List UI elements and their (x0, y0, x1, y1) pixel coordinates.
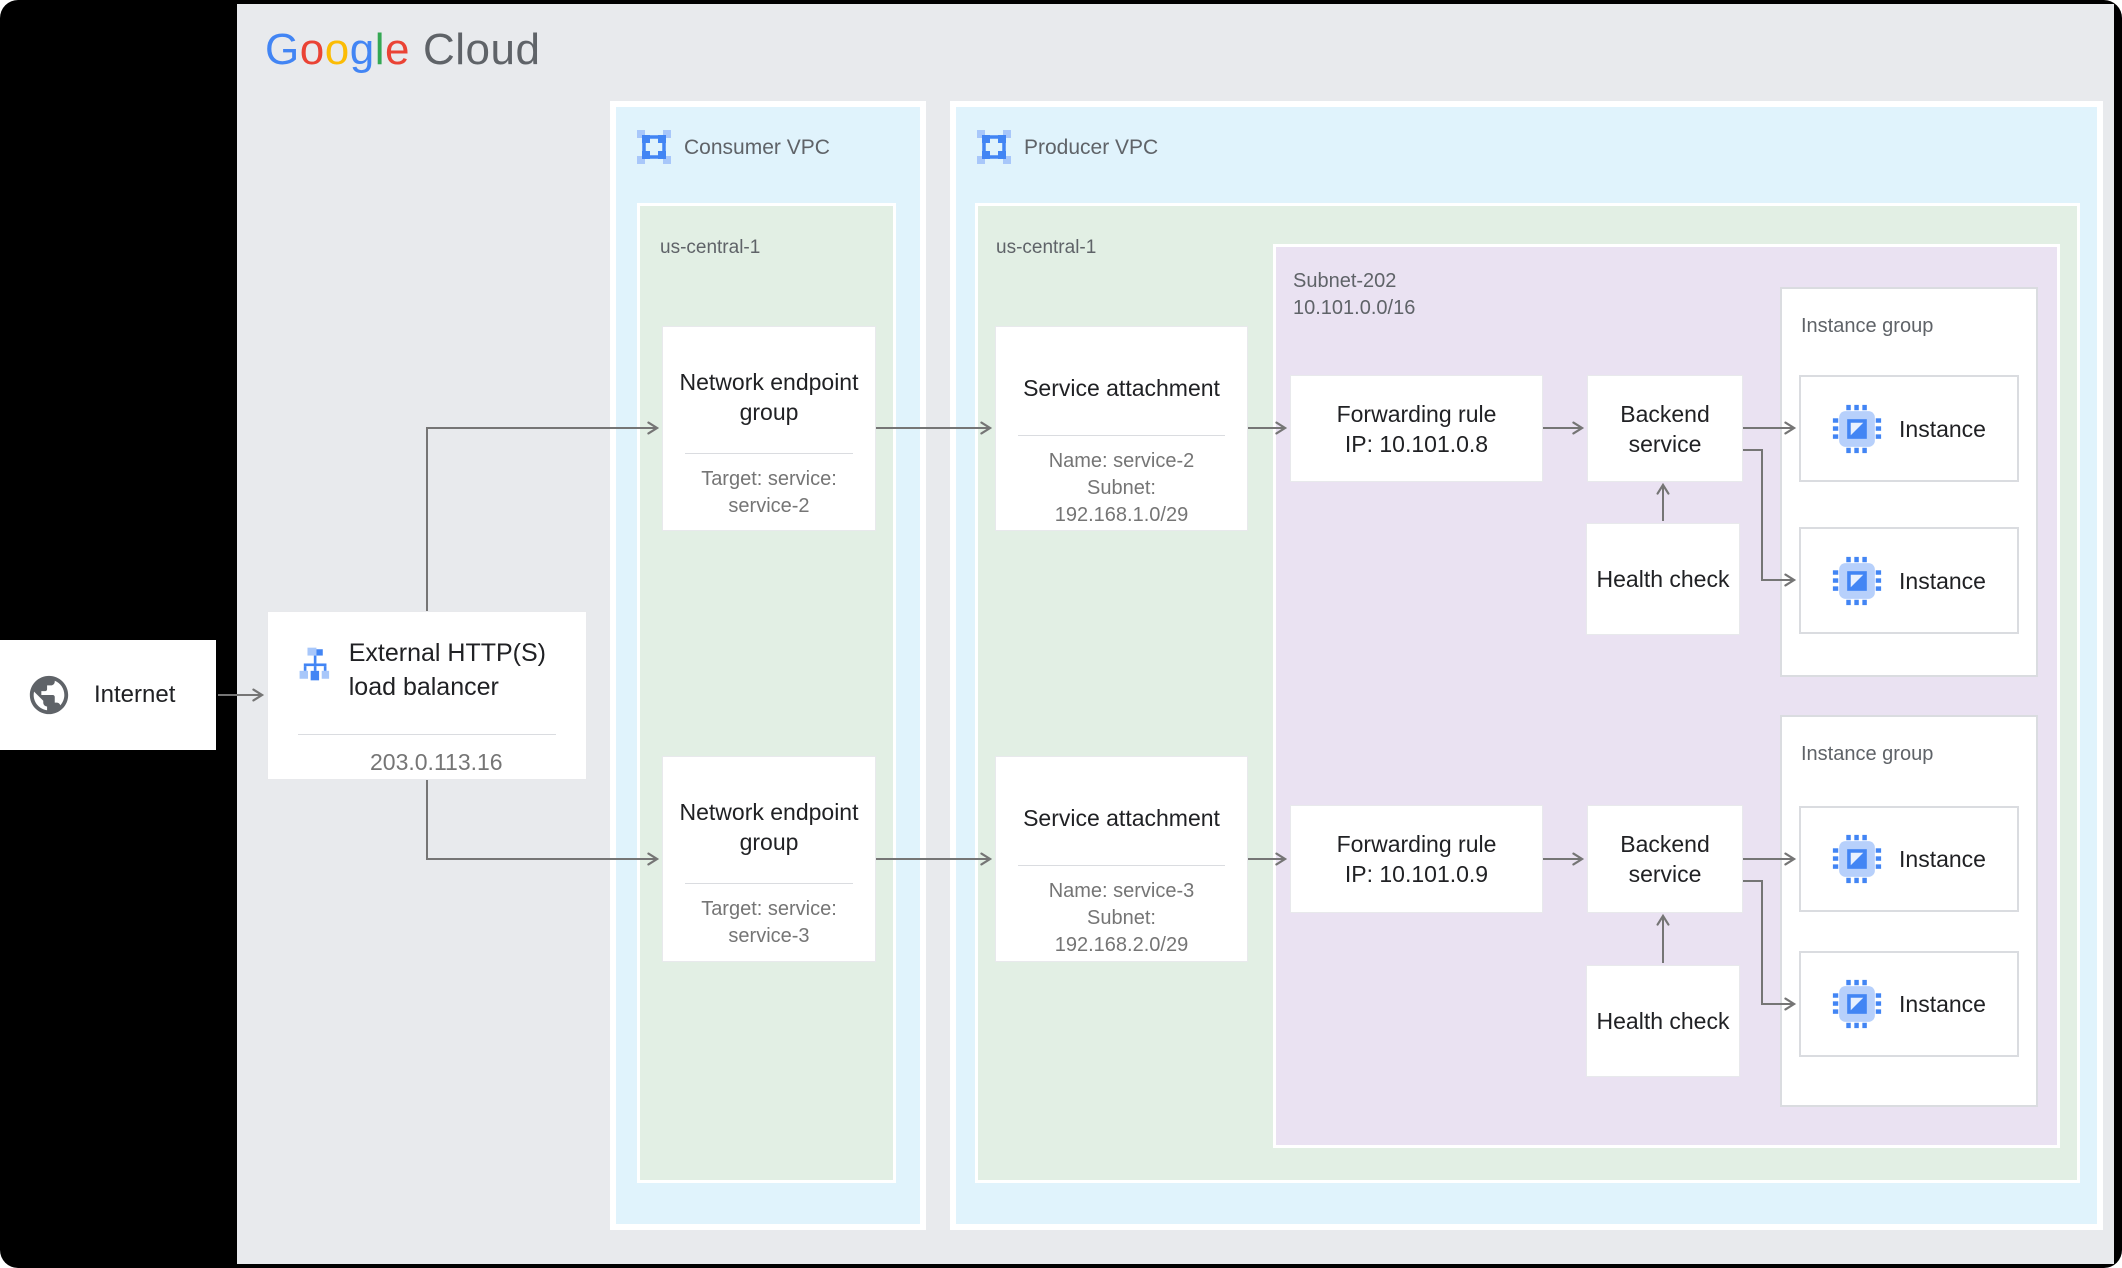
sa-subnet-cidr: 192.168.2.0/29 (1054, 934, 1189, 956)
forwarding-rule-ip: IP: 10.101.0.8 (1344, 430, 1489, 457)
internet-node: Internet (0, 640, 216, 750)
divider (298, 734, 556, 735)
subnet-label: Subnet-202 10.101.0.0/16 (1293, 268, 1415, 322)
instance-chip-icon (1832, 834, 1882, 884)
instance-label: Instance (1899, 415, 1986, 442)
load-balancer-card: External HTTP(S) load balancer 203.0.113… (267, 611, 587, 780)
instance-chip-icon (1832, 404, 1882, 453)
card-title: Service attachment (1023, 375, 1220, 401)
google-logo-letters: Google (265, 24, 410, 76)
google-logo-letter: l (374, 25, 385, 74)
consumer-region-label: us-central-1 (660, 237, 761, 258)
consumer-vpc-label: Consumer VPC (684, 136, 830, 159)
divider (1018, 865, 1225, 866)
google-cloud-logo-text: Cloud (422, 25, 541, 74)
google-logo-letter: e (384, 25, 410, 74)
google-logo-letter: o (299, 25, 325, 74)
instance-card: Instance (1799, 527, 2019, 634)
instance-card: Instance (1799, 951, 2019, 1057)
card-title: Network endpoint group (679, 799, 859, 855)
network-endpoint-group-card: Network endpoint group Target: service: … (662, 756, 876, 962)
card-title: Health check (1596, 566, 1730, 592)
google-logo-letter: o (324, 25, 350, 74)
backend-service-card: Backend service (1587, 375, 1743, 482)
instance-card: Instance (1799, 375, 2019, 482)
health-check-card: Health check (1586, 965, 1740, 1077)
backend-service-card: Backend service (1587, 805, 1743, 913)
subnet-name: Subnet-202 (1293, 270, 1397, 292)
card-title: Backend service (1620, 400, 1710, 457)
instance-chip-icon (1832, 556, 1882, 605)
sa-subnet-label: Subnet: (1087, 907, 1156, 929)
forwarding-rule-card: Forwarding rule IP: 10.101.0.9 (1290, 805, 1543, 913)
card-title: Service attachment (1023, 805, 1220, 831)
divider (1018, 435, 1225, 436)
neg-target-line1: Target: service: (701, 468, 837, 490)
load-balancer-icon (299, 647, 330, 681)
health-check-card: Health check (1586, 523, 1740, 635)
card-title: Network endpoint group (679, 369, 859, 425)
vpc-icon (637, 130, 671, 164)
producer-region-label: us-central-1 (996, 237, 1097, 258)
subnet-cidr: 10.101.0.0/16 (1293, 297, 1416, 319)
sa-subnet-label: Subnet: (1087, 477, 1156, 499)
card-title: Forwarding rule (1336, 831, 1497, 857)
producer-vpc-label: Producer VPC (1024, 136, 1159, 159)
instance-chip-icon (1832, 979, 1882, 1029)
sa-subnet-cidr: 192.168.1.0/29 (1054, 504, 1189, 526)
forwarding-rule-ip: IP: 10.101.0.9 (1344, 861, 1489, 887)
instance-label: Instance (1899, 567, 1986, 594)
instance-card: Instance (1799, 806, 2019, 912)
internet-label: Internet (94, 681, 176, 708)
instance-group-label: Instance group (1801, 743, 1934, 765)
load-balancer-title: External HTTP(S) load balancer (348, 639, 546, 701)
neg-target-line1: Target: service: (701, 898, 837, 920)
service-attachment-card: Service attachment Name: service-3 Subne… (995, 756, 1248, 962)
forwarding-rule-card: Forwarding rule IP: 10.101.0.8 (1290, 375, 1543, 482)
instance-group-label: Instance group (1801, 315, 1934, 337)
card-title: Health check (1596, 1008, 1730, 1034)
service-attachment-card: Service attachment Name: service-2 Subne… (995, 326, 1248, 531)
instance-label: Instance (1899, 991, 1986, 1017)
network-endpoint-group-card: Network endpoint group Target: service: … (662, 326, 876, 531)
google-cloud-logo: Google Cloud (265, 24, 540, 76)
load-balancer-ip: 203.0.113.16 (370, 749, 503, 775)
divider (685, 453, 853, 454)
instance-label: Instance (1899, 846, 1986, 872)
google-logo-letter: g (349, 25, 375, 74)
sa-name: Name: service-2 (1048, 450, 1195, 472)
card-title: Forwarding rule (1336, 400, 1497, 427)
card-title: Backend service (1620, 831, 1710, 887)
vpc-icon (977, 130, 1011, 164)
google-logo-letter: G (265, 25, 300, 74)
sa-name: Name: service-3 (1048, 880, 1195, 902)
neg-target-line2: service-2 (728, 495, 810, 517)
divider (685, 883, 853, 884)
globe-icon (29, 675, 69, 715)
neg-target-line2: service-3 (728, 925, 810, 947)
